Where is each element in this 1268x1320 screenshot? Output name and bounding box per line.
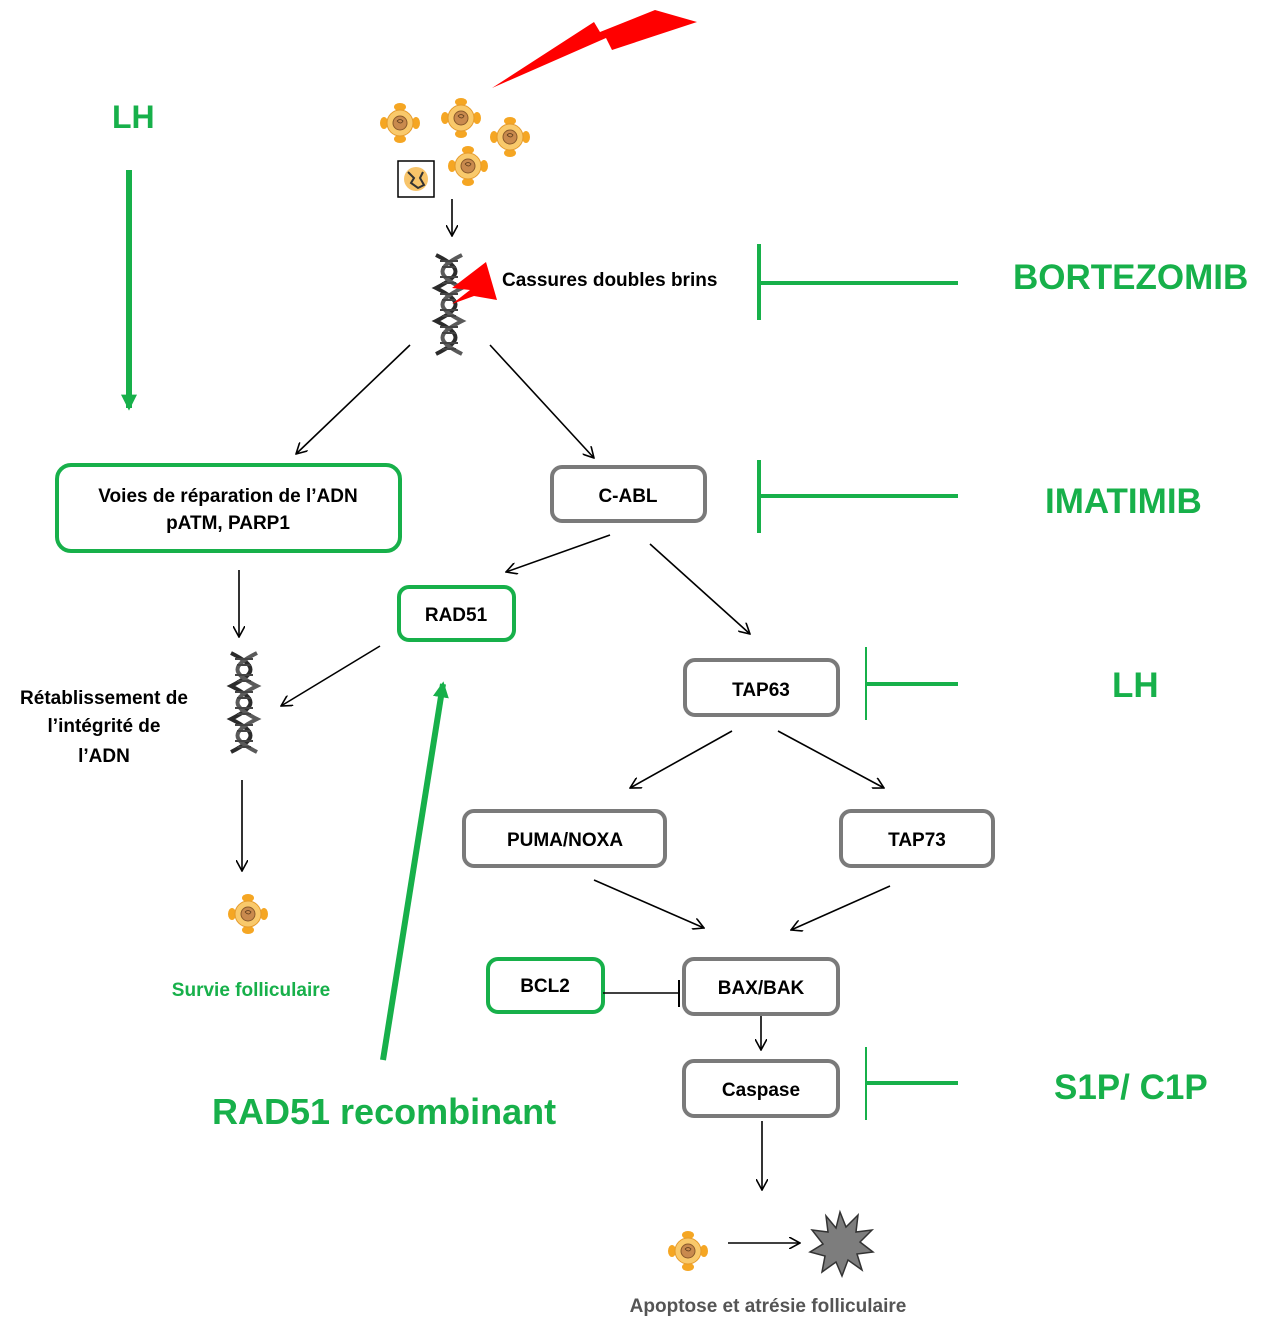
lh-mid-label: LH bbox=[1112, 666, 1159, 705]
arrow-cabl-to-rad51 bbox=[506, 534, 611, 572]
rad51-recombinant-arrow bbox=[380, 681, 449, 1061]
arrow-tap63-to-puma bbox=[630, 730, 733, 788]
arrow-dna-to-repair bbox=[296, 344, 411, 454]
dna-helix-icon bbox=[229, 651, 259, 754]
dsb-label: Cassures doubles brins bbox=[502, 270, 717, 291]
arrow-puma-to-baxbak bbox=[593, 879, 704, 928]
arrow-tap63-to-tap73 bbox=[777, 730, 884, 788]
bcl2-label: BCL2 bbox=[520, 976, 570, 997]
tap73-label: TAP73 bbox=[888, 830, 946, 851]
damaged-follicle-icon bbox=[404, 167, 428, 191]
dsb-lightning-icon bbox=[452, 262, 497, 304]
rad51-label: RAD51 bbox=[425, 605, 488, 626]
apoptosis-label: Apoptose et atrésie folliculaire bbox=[630, 1296, 907, 1317]
cabl-node bbox=[550, 465, 707, 523]
follicle-cluster bbox=[379, 97, 531, 198]
restore-line3: l’ADN bbox=[78, 746, 130, 767]
repair-pathways-box bbox=[55, 463, 402, 553]
arrow-rad51-to-dna bbox=[281, 645, 381, 706]
s1p-c1p-label: S1P/ C1P bbox=[1054, 1068, 1208, 1107]
arrow-dna-to-cabl bbox=[489, 344, 594, 458]
tap63-label: TAP63 bbox=[732, 680, 790, 701]
dna-helix-icon bbox=[434, 253, 464, 356]
tap63-node bbox=[683, 658, 840, 717]
rad51-recombinant-label: RAD51 recombinant bbox=[212, 1091, 556, 1132]
repair-pathways-line2: pATM, PARP1 bbox=[166, 513, 290, 534]
cabl-label: C-ABL bbox=[598, 486, 657, 507]
follicle-icon bbox=[489, 116, 531, 158]
lh-top-label: LH bbox=[112, 99, 155, 135]
bax-bak-node bbox=[682, 957, 840, 1016]
apoptotic-cell-icon bbox=[808, 1209, 875, 1279]
caspase-label: Caspase bbox=[722, 1080, 800, 1101]
follicle-icon bbox=[227, 893, 269, 935]
repair-pathways-line1: Voies de réparation de l’ADN bbox=[98, 486, 357, 507]
follicle-icon bbox=[447, 145, 489, 187]
rad51-node bbox=[397, 585, 516, 642]
arrow-cabl-to-tap63 bbox=[649, 543, 750, 634]
puma-noxa-node bbox=[462, 809, 667, 868]
follicle-icon bbox=[667, 1230, 709, 1272]
follicle-icon bbox=[379, 102, 421, 144]
caspase-node bbox=[682, 1059, 840, 1118]
lightning-bolt-icon bbox=[492, 10, 697, 88]
follicle-icon bbox=[440, 97, 482, 139]
restore-line1: Rétablissement de bbox=[20, 688, 188, 709]
tap73-node bbox=[839, 809, 995, 868]
arrow-tap73-to-baxbak bbox=[791, 885, 891, 930]
bcl2-node bbox=[486, 957, 605, 1014]
bax-bak-label: BAX/BAK bbox=[718, 978, 805, 999]
restore-line2: l’intégrité de bbox=[48, 716, 161, 737]
imatimib-label: IMATIMIB bbox=[1045, 482, 1202, 521]
bortezomib-label: BORTEZOMIB bbox=[1013, 258, 1248, 297]
puma-noxa-label: PUMA/NOXA bbox=[507, 830, 623, 851]
survival-label: Survie folliculaire bbox=[172, 980, 330, 1001]
